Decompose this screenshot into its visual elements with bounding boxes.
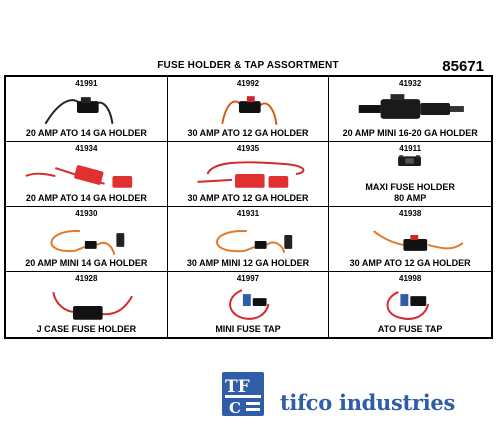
product-name: 20 AMP MINI 14 GA HOLDER	[25, 258, 148, 268]
product-cell: 41935 30 AMP ATO 12 GA HOLDER	[167, 142, 330, 207]
fuse-holder-image	[220, 96, 278, 125]
product-name: 30 AMP ATO 12 GA HOLDER	[187, 193, 309, 203]
product-cell: 41991 20 AMP ATO 14 GA HOLDER	[6, 77, 168, 142]
svg-text:TF: TF	[225, 377, 250, 397]
fuse-holder-image	[25, 165, 133, 188]
fuse-holder-image	[373, 230, 464, 251]
product-number: 41991	[75, 79, 98, 88]
fuse-holder-image	[197, 161, 305, 188]
product-cell: 41928 J CASE FUSE HOLDER	[6, 272, 168, 337]
product-number: 41932	[399, 79, 422, 88]
product-grid: 41991 20 AMP ATO 14 GA HOLDER 41992 30 A…	[4, 75, 493, 339]
fuse-holder-image	[50, 230, 125, 256]
tifco-logo-mark: TF C	[222, 372, 264, 417]
product-name: 30 AMP ATO 12 GA HOLDER	[187, 128, 309, 138]
svg-text:C: C	[229, 399, 241, 416]
product-cell: 41938 30 AMP ATO 12 GA HOLDER	[329, 207, 491, 272]
product-name: 20 AMP MINI 16-20 GA HOLDER	[342, 128, 478, 138]
fuse-holder-image	[386, 291, 430, 320]
product-cell: 41930 20 AMP MINI 14 GA HOLDER	[6, 207, 168, 272]
fuse-holder-image	[228, 289, 270, 320]
product-name: 30 AMP MINI 12 GA HOLDER	[186, 258, 310, 268]
product-number: 41930	[75, 209, 98, 218]
product-number: 41992	[236, 79, 260, 88]
product-number: 41928	[75, 274, 98, 283]
product-name: 20 AMP ATO 14 GA HOLDER	[25, 128, 147, 138]
product-number: 41935	[236, 144, 260, 153]
product-name: MAXI FUSE HOLDER 80 AMP	[329, 182, 491, 204]
product-cell: 41911 MAXI FUSE HOLDER 80 AMP	[329, 142, 491, 207]
product-cell: 41934 20 AMP ATO 14 GA HOLDER	[6, 142, 168, 207]
product-number: 41934	[75, 144, 98, 153]
product-name: 20 AMP ATO 14 GA HOLDER	[25, 193, 147, 203]
product-name-line1: MAXI FUSE HOLDER	[365, 182, 455, 192]
fuse-holder-image	[44, 97, 114, 125]
product-number: 41911	[399, 144, 422, 153]
fuse-holder-image	[215, 230, 292, 254]
product-name-line2: 80 AMP	[394, 193, 427, 203]
product-cell: 41992 30 AMP ATO 12 GA HOLDER	[167, 77, 330, 142]
product-name: ATO FUSE TAP	[377, 324, 443, 334]
product-number: 41938	[399, 209, 422, 218]
product-name: MINI FUSE TAP	[215, 324, 281, 334]
catalog-code: 85671	[442, 58, 484, 75]
fuse-holder-image	[359, 94, 465, 119]
product-cell: 41998 ATO FUSE TAP	[329, 272, 491, 337]
product-number: 41997	[236, 274, 260, 283]
fuse-holder-image	[398, 155, 422, 166]
product-name: 30 AMP ATO 12 GA HOLDER	[349, 258, 471, 268]
product-cell: 41997 MINI FUSE TAP	[168, 272, 330, 337]
page-title: FUSE HOLDER & TAP ASSORTMENT	[157, 60, 339, 71]
product-cell: 41932 20 AMP MINI 16-20 GA HOLDER	[329, 77, 491, 142]
brand-name: tifco industries	[280, 390, 455, 415]
tifco-logo: TF C tifco industries	[222, 372, 484, 418]
product-number: 41998	[399, 274, 422, 283]
product-name: J CASE FUSE HOLDER	[36, 324, 137, 334]
product-number: 41931	[236, 209, 260, 218]
fuse-holder-image	[52, 291, 134, 320]
product-cell: 41931 30 AMP MINI 12 GA HOLDER	[167, 207, 330, 272]
